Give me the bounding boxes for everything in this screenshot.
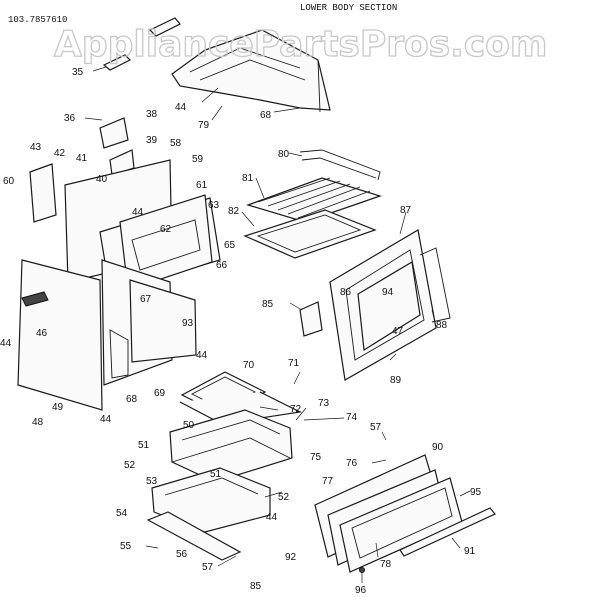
callout-42: 42 (54, 148, 66, 159)
callout-53: 53 (146, 476, 158, 487)
callout-81: 81 (242, 173, 254, 184)
door-seal (419, 247, 451, 323)
side-bracket-43 (29, 163, 57, 223)
callout-44: 44 (175, 102, 187, 113)
rack-slide (299, 149, 381, 181)
callout-54: 54 (116, 508, 128, 519)
callout-60: 61 (196, 180, 208, 191)
callout-71: 71 (288, 358, 300, 369)
callout-44: 44 (0, 338, 12, 349)
callout-69: 69 (154, 388, 166, 399)
callout-38: 38 (146, 109, 158, 120)
callout-43: 43 (30, 142, 42, 153)
oven-door (329, 229, 437, 381)
callout-44: 44 (266, 512, 278, 523)
callout-96: 96 (355, 585, 367, 596)
callout-70: 70 (243, 360, 255, 371)
callout-46: 46 (36, 328, 48, 339)
callout-93: 93 (182, 318, 194, 329)
watermark: AppliancePartsPros.com (54, 24, 547, 65)
callout-80: 80 (278, 149, 290, 160)
callout-51: 51 (138, 440, 150, 451)
callout-67: 67 (140, 294, 152, 305)
callout-48: 48 (32, 417, 44, 428)
callout-44: 44 (100, 414, 112, 425)
callout-73: 73 (318, 398, 330, 409)
bottom-pan (151, 467, 271, 533)
callout-82: 82 (228, 206, 240, 217)
callout-90: 90 (432, 442, 444, 453)
callout-41: 41 (76, 153, 88, 164)
callout-59: 59 (192, 154, 204, 165)
callout-86: 86 (340, 287, 352, 298)
callout-62: 62 (160, 224, 172, 235)
callouts: 35 44 79 68 36 38 39 58 43 42 41 40 59 6… (0, 67, 482, 596)
callout-68: 68 (126, 394, 138, 405)
callout-77: 77 (322, 476, 334, 487)
top-cover (171, 29, 331, 113)
drawer-front (314, 454, 463, 573)
oven-bottom (243, 209, 377, 259)
callout-51: 51 (210, 469, 222, 480)
callout-40: 40 (96, 174, 108, 185)
left-side-panel (17, 259, 103, 411)
screw-96 (359, 567, 365, 573)
callout-57: 57 (202, 562, 214, 573)
callout-63: 63 (208, 200, 220, 211)
leader-lines (84, 66, 471, 583)
burner-box (169, 409, 293, 483)
callout-58: 58 (170, 138, 182, 149)
callout-87: 87 (400, 205, 412, 216)
callout-72: 72 (290, 404, 302, 415)
callout-95: 95 (470, 487, 482, 498)
callout-66: 66 (216, 260, 228, 271)
drawer-rail (399, 507, 496, 557)
callout-61: 44 (132, 207, 144, 218)
kick-panel (146, 511, 242, 561)
callout-44: 44 (196, 350, 208, 361)
callout-52: 52 (124, 460, 136, 471)
callout-92: 92 (285, 552, 297, 563)
section-title: LOWER BODY SECTION (300, 3, 397, 13)
callout-85: 85 (262, 299, 274, 310)
callout-56: 56 (176, 549, 188, 560)
callout-94: 94 (382, 287, 394, 298)
callout-50: 50 (183, 420, 195, 431)
door-hinge (299, 301, 323, 337)
callout-35: 35 (72, 67, 84, 78)
callout-39: 39 (146, 135, 158, 146)
callout-65: 65 (224, 240, 236, 251)
callout-91: 91 (464, 546, 476, 557)
page-number: 85 (250, 581, 262, 592)
bracket-35 (102, 17, 181, 71)
broiler-pan (179, 371, 302, 425)
callout-47: 47 (392, 326, 404, 337)
center-assembly (101, 259, 197, 386)
callout-44: 60 (3, 176, 15, 187)
callout-88: 88 (436, 320, 448, 331)
callout-79: 79 (198, 120, 210, 131)
callout-49: 49 (52, 402, 64, 413)
model-number: 103.7857610 (8, 15, 67, 25)
callout-75: 75 (310, 452, 322, 463)
callout-68: 68 (260, 110, 272, 121)
callout-52: 52 (278, 492, 290, 503)
callout-36: 36 (64, 113, 76, 124)
callout-55: 55 (120, 541, 132, 552)
bracket-38 (99, 117, 129, 149)
callout-57: 57 (370, 422, 382, 433)
callout-89: 89 (390, 375, 402, 386)
oven-rack (246, 177, 382, 223)
callout-78: 78 (380, 559, 392, 570)
callout-74: 74 (346, 412, 358, 423)
callout-76: 76 (346, 458, 358, 469)
